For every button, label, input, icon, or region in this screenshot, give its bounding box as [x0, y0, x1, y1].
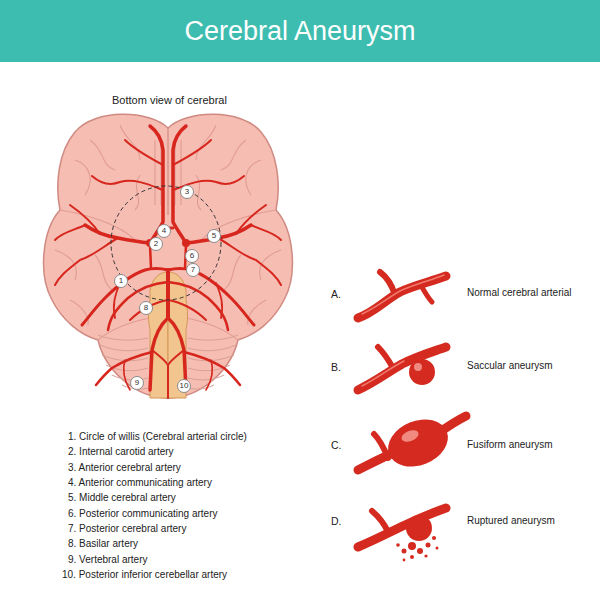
ruptured-aneurysm: [358, 508, 446, 561]
callout-number: 8: [139, 301, 153, 315]
legend-list-item: 6. Posterior communicating artery: [68, 508, 218, 520]
panel-caption: Ruptured aneurysm: [467, 515, 555, 527]
brain-half-mirror: [163, 125, 281, 398]
panel-caption: Fusiform aneurysm: [467, 439, 553, 451]
title: Cerebral Aneurysm: [0, 0, 600, 62]
legend-list-item: 8. Basilar artery: [68, 538, 138, 550]
legend-list-item: 3. Anterior cerebral artery: [68, 462, 181, 474]
callout-number: 3: [180, 185, 194, 199]
panel-caption: Saccular aneurysm: [467, 360, 553, 372]
callout-number: 2: [149, 237, 163, 251]
callout-number: 4: [157, 224, 171, 238]
legend-list-item: 7. Posterior cerebral artery: [68, 523, 186, 535]
normal-artery: [358, 272, 446, 318]
callout-number: 5: [207, 229, 221, 243]
midline-fissure: [167, 128, 168, 215]
legend-list-item: 9. Vertebral artery: [68, 554, 147, 566]
panel-letter: C.: [331, 439, 342, 452]
callout-number: 9: [130, 376, 144, 390]
panel-caption: Normal cerebral arterial: [467, 287, 571, 299]
view-caption: Bottom view of cerebral: [112, 94, 227, 107]
legend-list-item: 5. Middle cerebral artery: [68, 492, 176, 504]
saccular-aneurysm: [358, 347, 446, 390]
panel-letter: B.: [331, 361, 341, 374]
legend-list-item: 2. Internal carotid artery: [68, 446, 174, 458]
panel-letter: D.: [331, 515, 342, 528]
callout-number: 7: [186, 263, 200, 277]
callout-number: 6: [185, 249, 199, 263]
legend-list-item: 4. Anterior communicating artery: [68, 477, 212, 489]
legend-list-item: 1. Circle of willis (Cerebral arterial c…: [68, 431, 247, 443]
panel-letter: A.: [331, 288, 341, 301]
brain-outline: [44, 114, 293, 398]
legend-list-item: 10. Posterior inferior cerebellar artery: [62, 569, 227, 581]
circle-of-willis-outline: [111, 186, 221, 300]
callout-number: 1: [114, 274, 128, 288]
fusiform-aneurysm: [358, 411, 466, 475]
